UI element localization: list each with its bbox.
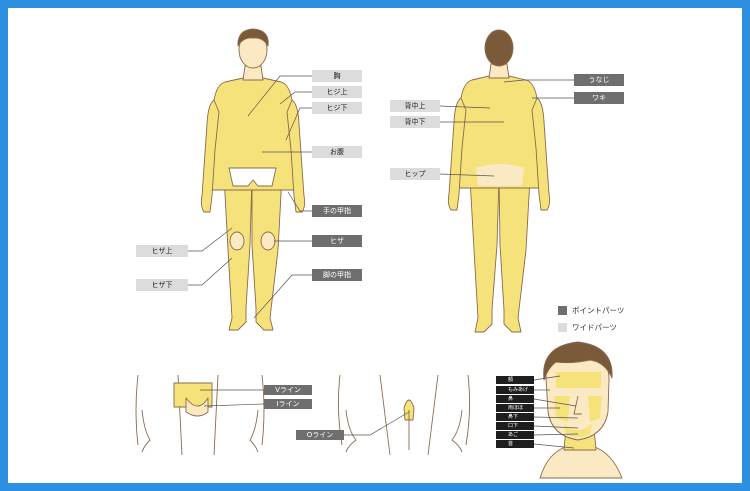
- front-right-leg: [251, 174, 283, 331]
- label-i-line: Iライン: [264, 399, 312, 409]
- front-underwear: [228, 167, 277, 187]
- face-label-neck: 首: [496, 440, 534, 448]
- label-hand-back: 手の甲指: [312, 205, 362, 217]
- front-left-knee: [229, 231, 245, 251]
- label-o-line: Oライン: [296, 430, 344, 440]
- label-hip: ヒップ: [390, 168, 440, 180]
- front-left-arm: [200, 99, 220, 213]
- back-right-arm: [531, 97, 551, 211]
- legend-wide-swatch: [558, 323, 567, 332]
- bikini-back-leg-right: [427, 374, 439, 456]
- label-chest: 胸: [312, 70, 362, 82]
- face-label-forehead: 額: [496, 376, 534, 384]
- bikini-back-left-hand: [345, 409, 357, 453]
- label-v-line: Vライン: [264, 385, 312, 395]
- bikini-back-leg-left: [379, 374, 391, 456]
- back-hip-highlight: [476, 164, 524, 186]
- face-label-sideburns: もみあげ: [496, 386, 534, 394]
- face-label-under-lip: 口下: [496, 422, 534, 430]
- back-left-leg: [469, 177, 500, 333]
- back-figure: [447, 29, 551, 333]
- leader-lines: [188, 75, 579, 449]
- label-back-lower: 背中下: [390, 116, 440, 128]
- label-back-upper: 背中上: [390, 100, 440, 112]
- front-hair: [237, 28, 269, 47]
- face-shoulders: [539, 445, 623, 479]
- label-knee-upper: ヒザ上: [136, 245, 188, 257]
- bikini-back-right-side: [465, 374, 471, 446]
- label-knee: ヒザ: [312, 235, 362, 247]
- label-elbow-upper: ヒジ上: [312, 86, 362, 98]
- face-label-cheeks: 両ほほ: [496, 404, 534, 412]
- face-label-chin: あご: [496, 431, 534, 439]
- face-nose: [573, 395, 582, 415]
- front-left-leg: [223, 174, 253, 331]
- label-foot-back: 脚の甲指: [312, 269, 362, 281]
- bikini-front: [135, 374, 265, 456]
- face: [539, 341, 623, 479]
- face-hair: [543, 341, 613, 381]
- label-knee-lower: ヒザ下: [136, 279, 188, 291]
- bikini-front-leg-right: [213, 374, 219, 456]
- back-left-arm: [447, 97, 467, 211]
- bikini-front-left-hand: [141, 409, 151, 453]
- face-label-nose: 鼻: [496, 395, 534, 403]
- forehead-area: [556, 372, 601, 388]
- bikini-front-right-hand: [249, 409, 259, 453]
- label-nape: うなじ: [574, 74, 624, 86]
- bikini-front-right-side: [261, 374, 265, 446]
- bikini-front-groin: [185, 397, 209, 417]
- face-label-under-nose: 鼻下: [496, 413, 534, 421]
- legend-wide-label: ワイドパーツ: [572, 323, 617, 332]
- label-elbow-lower: ヒジ下: [312, 102, 362, 114]
- legend-point-swatch: [558, 306, 567, 315]
- back-right-leg: [498, 177, 531, 333]
- front-right-knee: [260, 231, 276, 251]
- chin-area: [564, 424, 592, 437]
- back-head: [484, 29, 514, 67]
- bikini-back-right-hand: [451, 409, 463, 453]
- legend-point-label: ポイントパーツ: [572, 306, 625, 315]
- bikini-back: [337, 374, 471, 456]
- cheek-area: [554, 396, 602, 422]
- bikini-front-left-side: [135, 374, 139, 446]
- label-belly: お腹: [312, 146, 362, 158]
- front-figure: [200, 28, 306, 331]
- label-armpit: ワキ: [574, 92, 624, 104]
